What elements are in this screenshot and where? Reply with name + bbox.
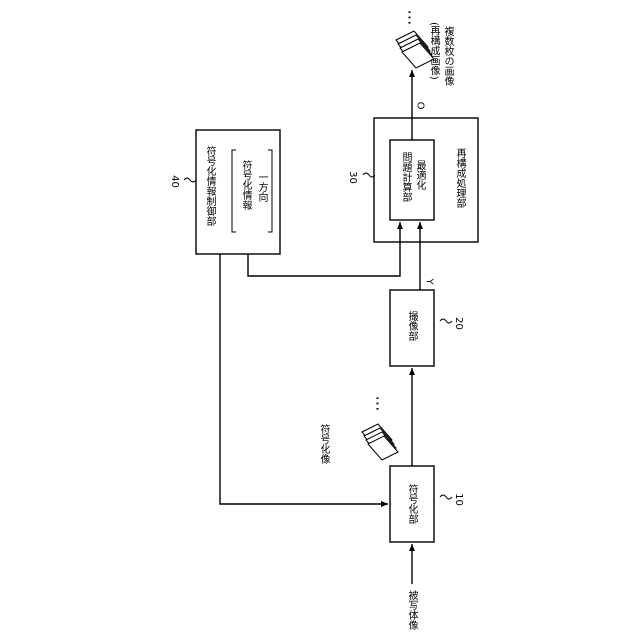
- imaging-ref: 20: [453, 317, 464, 330]
- signal-o-label: O: [414, 102, 425, 110]
- info-label-line1: 一方向: [256, 172, 267, 202]
- optimization-box: [390, 140, 434, 220]
- encoder-label: 符号化部: [406, 484, 417, 524]
- encoded-image-dots: …: [377, 396, 388, 412]
- signal-y-label: Y: [424, 278, 435, 284]
- ref-30-tilde: [363, 173, 375, 177]
- info-label-line2: 符号化情報: [240, 160, 251, 210]
- output-image-dots: …: [409, 10, 420, 26]
- reconstruction-label: 再構成処理部: [454, 148, 465, 208]
- encoding-control-label: 符号化情報制御部: [204, 146, 215, 226]
- ref-10-tilde: [440, 495, 452, 499]
- encoded-image-stack-icon: [362, 424, 398, 460]
- reconstruction-ref: 30: [347, 171, 358, 184]
- output-label-line2: (再構成画像): [428, 22, 439, 80]
- ref-40-tilde: [184, 178, 196, 182]
- subject-image-label: 被写体像: [406, 590, 417, 630]
- imaging-label: 撮像部: [406, 311, 417, 341]
- optimization-label-line2: 問題計算部: [400, 152, 411, 202]
- output-label-line1: 複数枚の画像: [442, 26, 453, 86]
- encoder-ref: 10: [453, 493, 464, 506]
- optimization-label-line1: 最適化: [414, 160, 425, 190]
- encoded-image-label: 符号化像: [318, 424, 329, 464]
- encoding-control-ref: 40: [169, 175, 180, 188]
- control-to-encoder-line: [220, 254, 388, 504]
- ref-20-tilde: [440, 319, 452, 323]
